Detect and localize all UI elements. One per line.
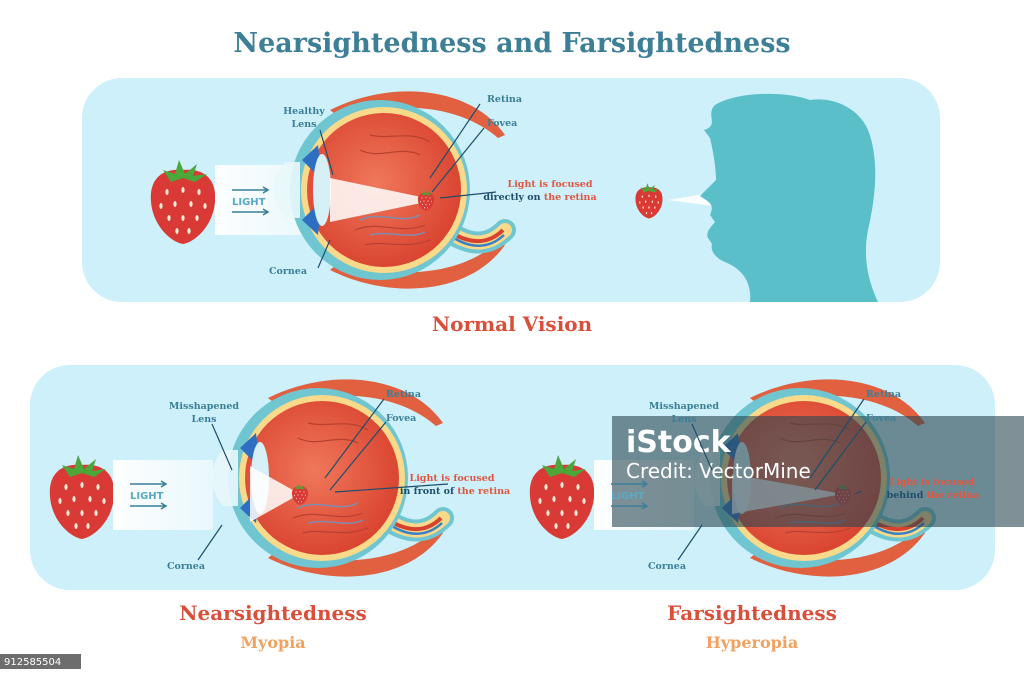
fovea-label: Fovea: [487, 118, 517, 129]
image-id-badge: [0, 654, 81, 669]
retina-label: Retina: [386, 389, 421, 400]
arrow-right-icon: [232, 186, 270, 216]
retina-label: Retina: [487, 94, 522, 105]
focus-label-2: directly on the retina: [483, 192, 596, 203]
focus-label-2: behind the retina: [887, 490, 980, 501]
focus-label: Light is focused: [410, 473, 495, 484]
fovea-label: Fovea: [866, 413, 896, 424]
arrow-right-icon: [611, 480, 649, 510]
myopia-subcaption: Myopia: [240, 633, 305, 652]
lens-label: Misshapened: [649, 401, 720, 412]
retina-label: Retina: [866, 389, 901, 400]
cornea-label: Cornea: [648, 561, 686, 572]
farsightedness-caption: Farsightedness: [667, 601, 837, 625]
lens-label-2: Lens: [292, 119, 317, 130]
light-label: LIGHT: [611, 491, 645, 502]
image-id: 912585504: [4, 657, 61, 668]
lens-label-2: Lens: [672, 414, 697, 425]
page-title: Nearsightedness and Farsightedness: [233, 28, 790, 59]
focused-light-ray: [330, 178, 426, 222]
focus-label: Light is focused: [508, 179, 593, 190]
light-label: LIGHT: [130, 491, 164, 502]
watermark-brand: iStock: [626, 425, 732, 460]
fovea-label: Fovea: [386, 413, 416, 424]
focus-label-2: in front of the retina: [400, 486, 510, 497]
lens-label-2: Lens: [192, 414, 217, 425]
nearsightedness-caption: Nearsightedness: [179, 601, 367, 625]
light-label: LIGHT: [232, 197, 266, 208]
hyperopia-subcaption: Hyperopia: [706, 633, 799, 652]
light-beam: [113, 460, 213, 530]
arrow-right-icon: [130, 480, 168, 510]
lens-label: Misshapened: [169, 401, 240, 412]
lens-label: Healthy: [283, 106, 325, 117]
head-silhouette: [700, 93, 878, 302]
cornea-label: Cornea: [167, 561, 205, 572]
watermark: iStock Credit: VectorMine: [612, 416, 1024, 527]
watermark-credit: Credit: VectorMine: [626, 459, 811, 483]
focus-label: Light is focused: [890, 477, 975, 488]
normal-vision-caption: Normal Vision: [432, 312, 593, 336]
focused-light-ray: [250, 466, 300, 522]
cornea-label: Cornea: [269, 266, 307, 277]
